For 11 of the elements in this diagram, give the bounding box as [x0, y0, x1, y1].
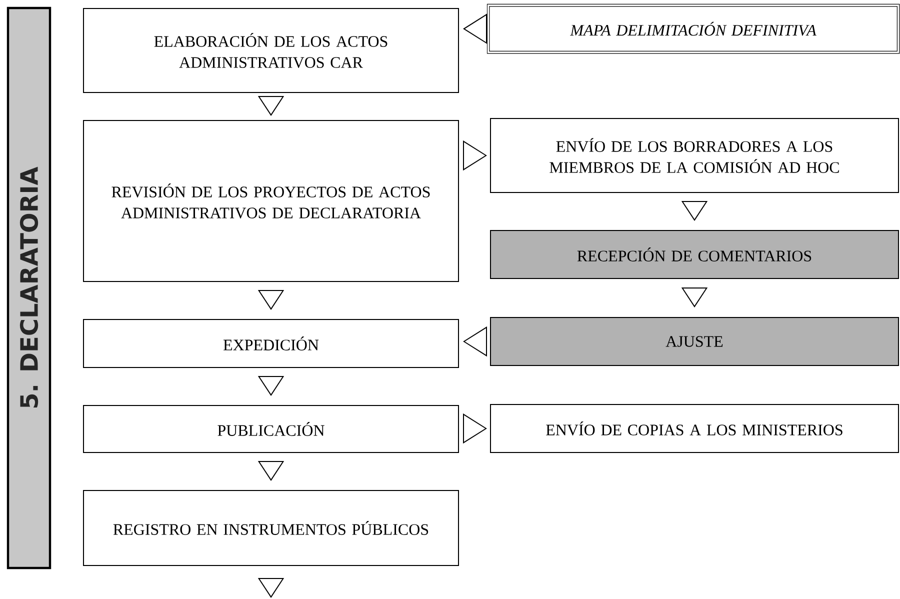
- process-box: ELABORACIÓN DE LOS ACTOS ADMINISTRATIVOS CAR: [83, 8, 459, 93]
- process-box: PUBLICACIÓN: [83, 405, 459, 453]
- input-box: MAPA DELIMITACIÓN DEFINITIVA: [486, 4, 900, 54]
- process-box: REGISTRO EN INSTRUMENTOS PÚBLICOS: [83, 490, 459, 566]
- shaded-process-box: RECEPCIÓN DE COMENTARIOS: [490, 230, 899, 279]
- process-box: EXPEDICIÓN: [83, 319, 459, 368]
- process-box: REVISIÓN DE LOS PROYECTOS DE ACTOS ADMINISTRATIVOS DE DECLARATORIA: [83, 120, 459, 282]
- process-box: ENVÍO DE LOS BORRADORES A LOS MIEMBROS DE LA COMISIÓN AD HOC: [490, 118, 899, 193]
- side-band: 5. DECLARATORIA: [6, 6, 52, 570]
- shaded-process-box: AJUSTE: [490, 317, 899, 366]
- process-box: ENVÍO DE COPIAS A LOS MINISTERIOS: [490, 404, 899, 453]
